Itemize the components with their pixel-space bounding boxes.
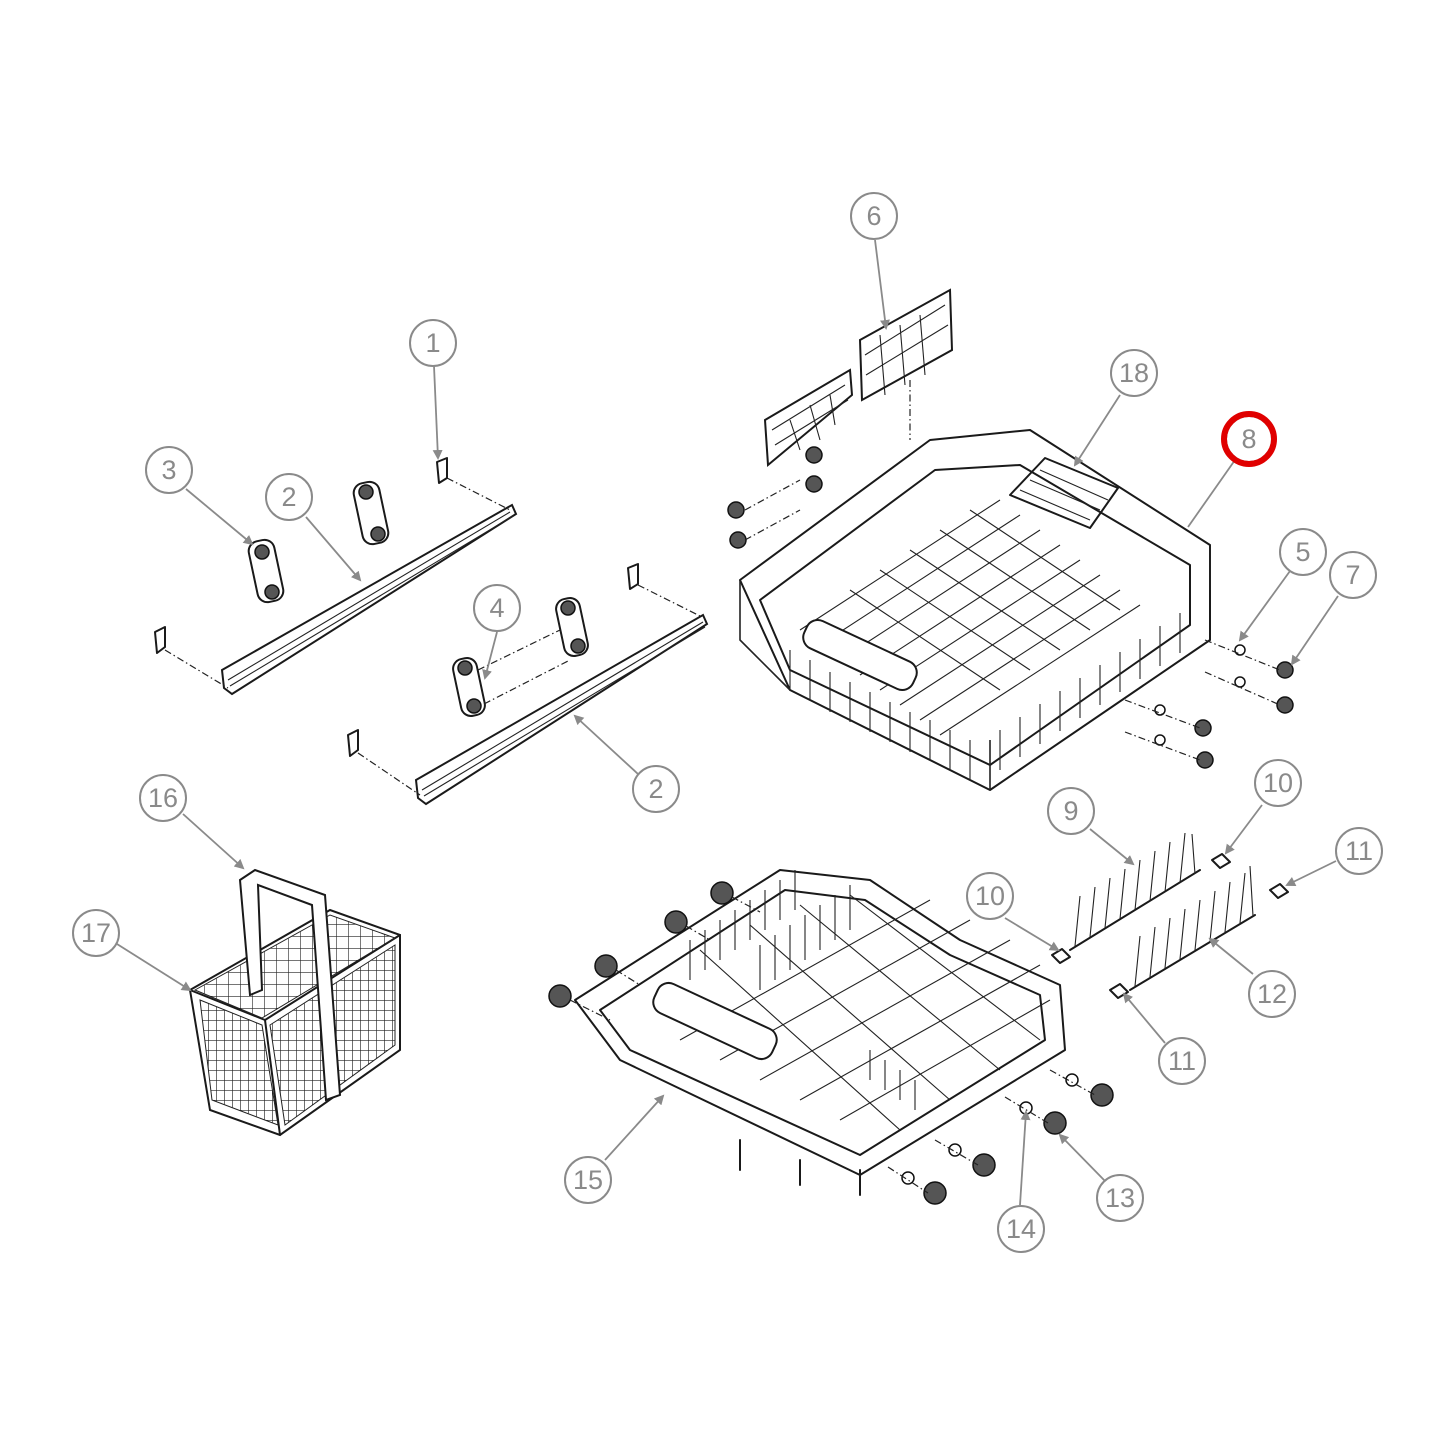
lower-basket: [574, 869, 1066, 1196]
callout-label: 18: [1119, 358, 1149, 388]
callout-2-lower[interactable]: 2: [632, 765, 680, 813]
callout-14[interactable]: 14: [997, 1205, 1045, 1253]
lower-basket-grid: [679, 894, 1051, 1131]
callout-16[interactable]: 16: [139, 774, 187, 822]
callout-label: 12: [1257, 979, 1287, 1009]
callout-12[interactable]: 12: [1248, 970, 1296, 1018]
callout-label: 16: [148, 783, 178, 813]
callout-10-upper[interactable]: 10: [1254, 759, 1302, 807]
callout-3[interactable]: 3: [145, 446, 193, 494]
cutlery-basket: [188, 868, 401, 1137]
callout-label: 15: [573, 1165, 603, 1195]
tine-rack-upper: [1069, 832, 1201, 951]
callout-label: 7: [1345, 560, 1360, 590]
callout-17[interactable]: 17: [72, 909, 120, 957]
callout-2-upper[interactable]: 2: [265, 473, 313, 521]
callout-label: 2: [281, 482, 296, 512]
callout-13[interactable]: 13: [1096, 1174, 1144, 1222]
rail-end-clips: [154, 457, 703, 796]
callout-leaders: [116, 239, 1339, 1206]
upper-rail-right: [414, 613, 709, 806]
callout-label: 8: [1241, 424, 1256, 454]
tine-rack-clips: [1051, 853, 1289, 999]
callout-label: 10: [975, 881, 1005, 911]
callout-5[interactable]: 5: [1279, 528, 1327, 576]
highlight-ring: [1221, 411, 1277, 467]
callout-7[interactable]: 7: [1329, 551, 1377, 599]
basket-front-tines: [789, 613, 1181, 780]
callout-11-lower[interactable]: 11: [1158, 1037, 1206, 1085]
lower-basket-tines: [689, 870, 916, 1110]
callout-label: 5: [1295, 537, 1310, 567]
upper-basket: [739, 429, 1211, 791]
callout-6[interactable]: 6: [850, 192, 898, 240]
callout-label: 11: [1345, 836, 1373, 866]
callout-1[interactable]: 1: [409, 319, 457, 367]
lower-basket-wheels: [548, 881, 1114, 1205]
callout-label: 6: [866, 201, 881, 231]
callout-label: 2: [648, 774, 663, 804]
cutlery-tray-insert: [1009, 457, 1119, 529]
callout-label: 9: [1063, 796, 1078, 826]
callout-label: 10: [1263, 768, 1293, 798]
callout-11-upper[interactable]: 11: [1335, 827, 1383, 875]
callout-4[interactable]: 4: [473, 584, 521, 632]
callout-label: 17: [81, 918, 111, 948]
callout-label: 1: [425, 328, 440, 358]
callout-label: 3: [161, 455, 176, 485]
tine-rack-lower: [1129, 865, 1256, 991]
callout-10-lower[interactable]: 10: [966, 872, 1014, 920]
callout-label: 4: [489, 593, 504, 623]
folding-tine-racks: [763, 288, 954, 468]
upper-basket-wheels: [727, 446, 1294, 769]
callout-9[interactable]: 9: [1047, 787, 1095, 835]
rail-roller-brackets: [247, 480, 589, 718]
basket-inner-grid: [799, 499, 1141, 736]
callout-15[interactable]: 15: [564, 1156, 612, 1204]
callout-label: 11: [1168, 1046, 1196, 1076]
callout-label: 13: [1105, 1183, 1135, 1213]
callout-8[interactable]: 8: [1221, 411, 1277, 467]
callout-18[interactable]: 18: [1110, 349, 1158, 397]
callout-label: 14: [1006, 1214, 1036, 1244]
